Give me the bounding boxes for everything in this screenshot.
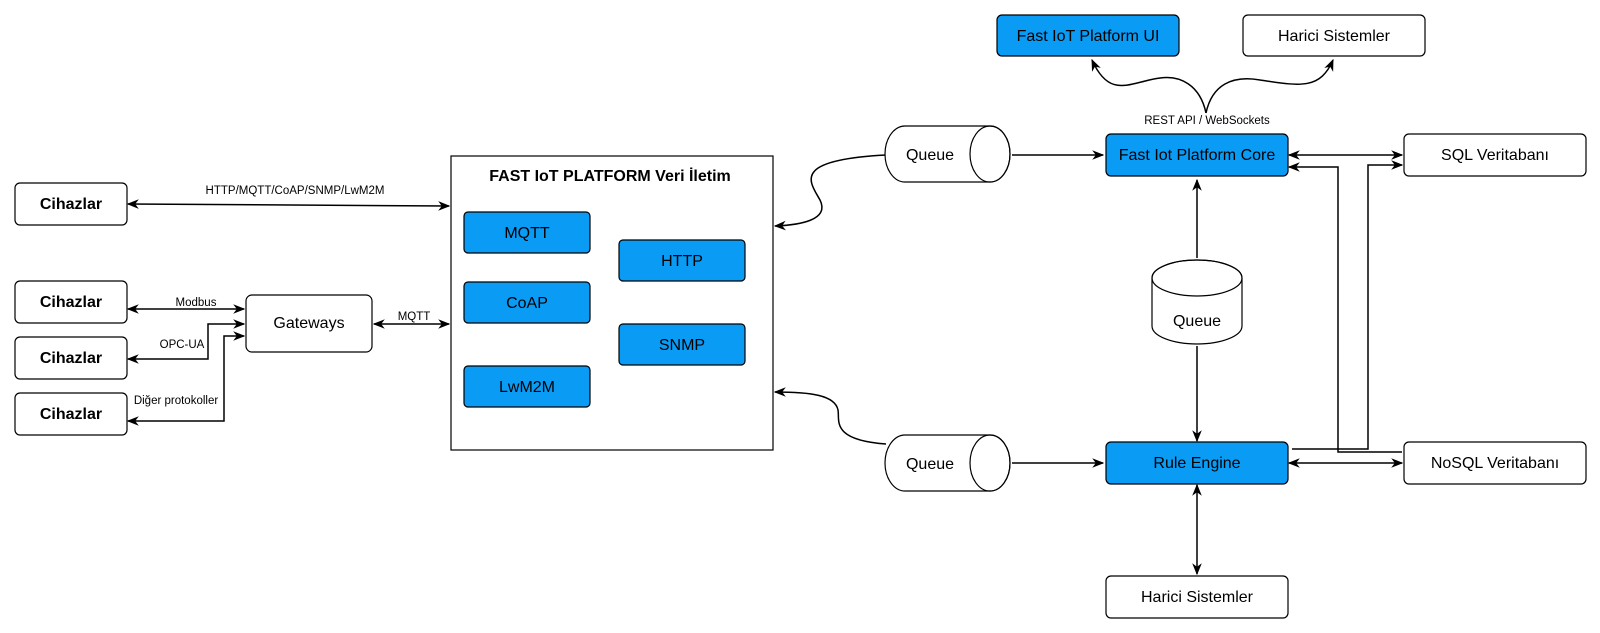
core-box: Fast Iot Platform Core bbox=[1105, 133, 1289, 177]
protocol-lwm2m: LwM2M bbox=[463, 365, 591, 408]
protocol-snmp-label: SNMP bbox=[659, 337, 705, 354]
core-label: Fast Iot Platform Core bbox=[1119, 147, 1276, 164]
edge-rest-external bbox=[1205, 58, 1334, 114]
queue-top: Queue bbox=[884, 125, 1011, 183]
sql-box: SQL Veritabanı bbox=[1403, 133, 1587, 177]
ui-box: Fast IoT Platform UI bbox=[996, 14, 1180, 57]
external-top-label: Harici Sistemler bbox=[1278, 28, 1391, 45]
edge-other-protocols bbox=[126, 331, 246, 426]
edge-devices-platform bbox=[126, 199, 451, 211]
connectors bbox=[126, 58, 1404, 576]
gateways-box: Gateways bbox=[245, 294, 373, 353]
device-label-1: Cihazlar bbox=[40, 196, 102, 213]
rule-engine-label: Rule Engine bbox=[1153, 455, 1240, 472]
nosql-label: NoSQL Veritabanı bbox=[1431, 455, 1559, 472]
device-box-1: Cihazlar bbox=[14, 182, 128, 226]
protocol-coap-label: CoAP bbox=[506, 295, 548, 312]
protocol-lwm2m-label: LwM2M bbox=[499, 379, 555, 396]
protocol-snmp: SNMP bbox=[618, 323, 746, 366]
external-top-box: Harici Sistemler bbox=[1242, 14, 1426, 57]
protocol-mqtt: MQTT bbox=[463, 211, 591, 254]
protocol-mqtt-label: MQTT bbox=[504, 225, 550, 242]
device-box-4: Cihazlar bbox=[14, 392, 128, 436]
device-box-3: Cihazlar bbox=[14, 336, 128, 380]
queue-bottom-label: Queue bbox=[906, 456, 954, 473]
rule-engine-box: Rule Engine bbox=[1105, 441, 1289, 485]
platform-title: FAST IoT PLATFORM Veri İletim bbox=[489, 167, 731, 185]
protocol-http-label: HTTP bbox=[661, 253, 703, 270]
label-gateway-mqtt: MQTT bbox=[398, 311, 431, 323]
device-box-2: Cihazlar bbox=[14, 280, 128, 324]
device-label-3: Cihazlar bbox=[40, 350, 102, 367]
label-direct-protocols: HTTP/MQTT/CoAP/SNMP/LwM2M bbox=[206, 185, 385, 197]
label-opcua: OPC-UA bbox=[160, 339, 205, 351]
gateways-label: Gateways bbox=[273, 315, 344, 332]
external-bottom-box: Harici Sistemler bbox=[1105, 575, 1289, 619]
label-other-protocols: Diğer protokoller bbox=[134, 395, 219, 407]
nosql-box: NoSQL Veritabanı bbox=[1403, 441, 1587, 485]
protocol-http: HTTP bbox=[618, 239, 746, 282]
edge-nosql-core bbox=[1287, 162, 1402, 453]
device-label-2: Cihazlar bbox=[40, 294, 102, 311]
label-modbus: Modbus bbox=[176, 297, 217, 309]
external-bottom-label: Harici Sistemler bbox=[1141, 589, 1254, 606]
edge-queue-bottom-platform bbox=[773, 387, 887, 445]
sql-label: SQL Veritabanı bbox=[1441, 147, 1549, 164]
queue-middle: Queue bbox=[1151, 259, 1243, 345]
queue-middle-label: Queue bbox=[1173, 313, 1221, 330]
device-label-4: Cihazlar bbox=[40, 406, 102, 423]
protocol-coap: CoAP bbox=[463, 281, 591, 324]
edge-rest-ui bbox=[1091, 58, 1207, 114]
ui-label: Fast IoT Platform UI bbox=[1017, 28, 1160, 45]
edge-queue-top-platform bbox=[773, 154, 887, 231]
label-rest-api: REST API / WebSockets bbox=[1144, 115, 1270, 127]
queue-bottom: Queue bbox=[884, 434, 1011, 492]
queue-top-label: Queue bbox=[906, 147, 954, 164]
edge-rule-sql bbox=[1292, 160, 1404, 450]
